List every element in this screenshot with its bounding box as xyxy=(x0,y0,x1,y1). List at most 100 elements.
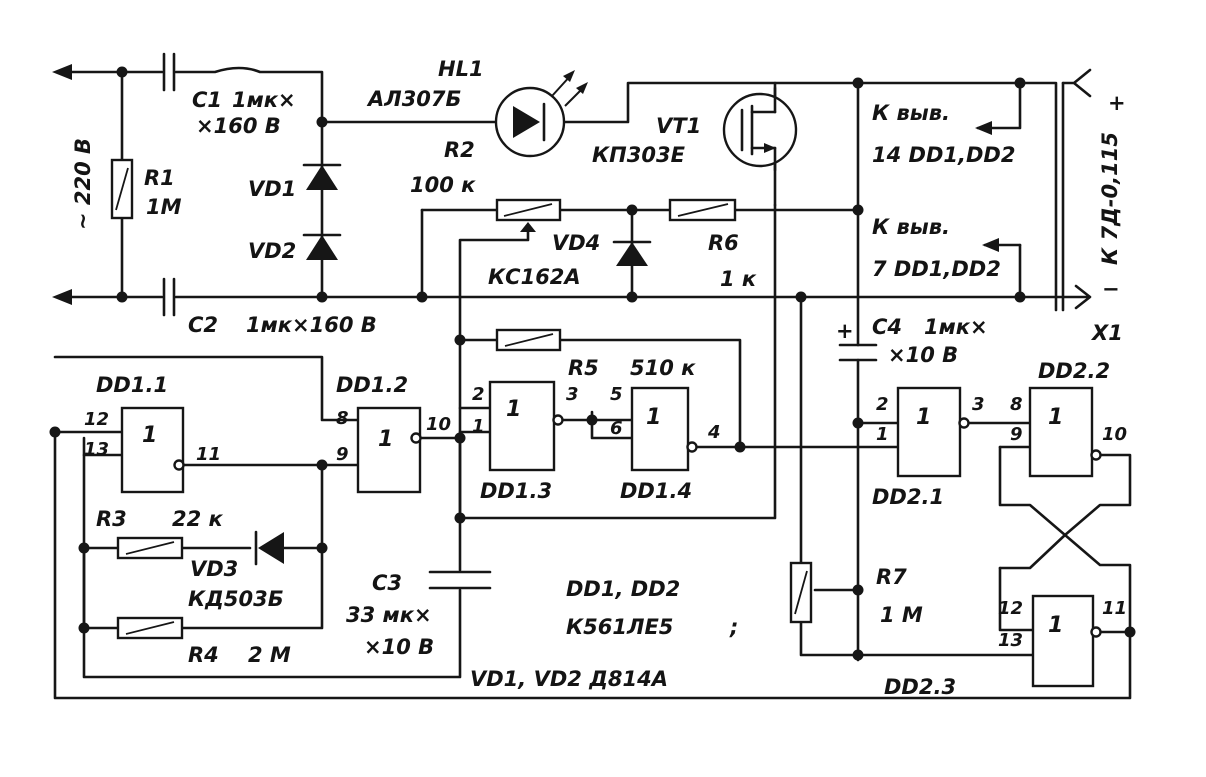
gate-dd1-3: 1 DD1.3 2 1 3 xyxy=(472,380,579,503)
hl1-name: HL1 xyxy=(438,57,484,81)
dd1-4-pin-in-a: 5 xyxy=(610,384,623,405)
r6-name: R6 xyxy=(708,231,739,255)
gate-dd1-2: 1 DD1.2 8 9 10 xyxy=(336,373,451,494)
capacitor-c3: C3 33 мк× ×10 В xyxy=(346,570,492,659)
r3-value: 22 к xyxy=(172,507,224,531)
dd2-1-pin-out: 3 xyxy=(972,394,985,415)
zener-vd4: VD4 КС162А xyxy=(488,231,652,289)
c1-value-b: ×160 В xyxy=(196,114,281,138)
dd1-2-pin-in-a: 8 xyxy=(336,408,349,429)
dd2-3-pin-out: 11 xyxy=(1102,598,1127,619)
gate-dd1-1: 1 DD1.1 12 13 11 xyxy=(84,373,221,494)
pin14-note-a: К выв. xyxy=(872,101,950,125)
dd1-2-name: DD1.2 xyxy=(336,373,408,397)
gate-dd2-1: 1 DD2.1 2 1 3 xyxy=(872,386,985,509)
zener-vd1: VD1 xyxy=(248,163,342,201)
c3-value-a: 33 мк× xyxy=(346,603,432,627)
diode-types: VD1, VD2 Д814А xyxy=(470,667,668,691)
r5-name: R5 xyxy=(568,356,599,380)
transistor-vt1: VT1 КП303Е xyxy=(592,86,798,172)
r3-name: R3 xyxy=(96,507,127,531)
vt1-type: КП303Е xyxy=(592,143,686,167)
gate-dd1-4: 1 DD1.4 5 6 4 xyxy=(610,384,721,503)
dd1-1-symbol: 1 xyxy=(142,423,157,448)
dd2-3-pin-in-b: 13 xyxy=(998,630,1023,651)
resistor-r4: R4 2 М xyxy=(116,616,291,667)
c3-value-b: ×10 В xyxy=(364,635,434,659)
pin7-note-b: 7 DD1,DD2 xyxy=(872,257,1001,281)
r4-name: R4 xyxy=(188,643,219,667)
r2-name: R2 xyxy=(444,138,475,162)
mains-voltage-label: ~ 220 В xyxy=(71,138,95,230)
resistor-r1: R1 1М xyxy=(110,158,182,220)
dd1-4-pin-out: 4 xyxy=(707,422,721,443)
dd2-3-pin-in-a: 12 xyxy=(998,598,1023,619)
c3-name: C3 xyxy=(372,571,402,595)
dd2-3-name: DD2.3 xyxy=(884,675,956,699)
pin14-note-b: 14 DD1,DD2 xyxy=(872,143,1015,167)
output-minus: − xyxy=(1102,277,1120,301)
dd2-3-symbol: 1 xyxy=(1048,613,1063,638)
dd1-1-name: DD1.1 xyxy=(96,373,168,397)
dd1-1-pin-out: 11 xyxy=(196,444,221,465)
dd2-2-symbol: 1 xyxy=(1048,405,1063,430)
c4-value-a: 1мк× xyxy=(924,315,988,339)
resistor-r7: R7 1 М xyxy=(789,561,923,627)
gate-dd2-2: 1 DD2.2 8 9 10 xyxy=(1010,359,1127,478)
output-note: К 7Д-0,115 xyxy=(1098,132,1122,265)
resistor-r2: R2 100 к xyxy=(410,138,562,232)
vd3-name: VD3 xyxy=(190,557,238,581)
ic-types-b: К561ЛЕ5 xyxy=(566,615,673,639)
dd1-2-pin-out: 10 xyxy=(426,414,451,435)
capacitor-c2: C2 1мк×160 В xyxy=(162,277,377,337)
vd4-type: КС162А xyxy=(488,265,581,289)
pin-notes: К выв. 14 DD1,DD2 К выв. 7 DD1,DD2 xyxy=(872,101,1015,281)
dd1-3-pin-out: 3 xyxy=(566,384,579,405)
c1-value-a: 1мк× xyxy=(232,88,296,112)
zener-vd2: VD2 xyxy=(248,233,342,263)
dd2-1-symbol: 1 xyxy=(916,405,931,430)
dd1-4-name: DD1.4 xyxy=(620,479,692,503)
c1-name: C1 xyxy=(192,88,222,112)
dd2-2-pin-in-b: 9 xyxy=(1010,424,1023,445)
junction-dots xyxy=(49,66,1136,661)
parts-notes: DD1, DD2 К561ЛЕ5 ; VD1, VD2 Д814А xyxy=(470,577,738,691)
pin7-note-a: К выв. xyxy=(872,215,950,239)
mains-terminals: ~ 220 В xyxy=(52,64,95,305)
connector-x1: X1 xyxy=(1090,321,1123,345)
dd1-2-pin-in-b: 9 xyxy=(336,444,349,465)
c4-value-b: ×10 В xyxy=(888,343,958,367)
vd2-name: VD2 xyxy=(248,239,296,263)
c2-name: C2 xyxy=(188,313,218,337)
r1-name: R1 xyxy=(144,166,175,190)
ic-types-sep: ; xyxy=(729,615,738,639)
r7-name: R7 xyxy=(876,565,907,589)
diode-vd3: VD3 КД503Б xyxy=(188,530,284,611)
dd1-1-pin-in-a: 12 xyxy=(84,409,109,430)
dd2-2-pin-out: 10 xyxy=(1102,424,1127,445)
dd1-3-pin-in-a: 2 xyxy=(472,384,485,405)
c4-name: C4 xyxy=(872,315,902,339)
resistor-r5: R5 510 к xyxy=(495,328,696,380)
dd1-4-symbol: 1 xyxy=(646,405,661,430)
output-labels: + К 7Д-0,115 − X1 xyxy=(1090,91,1126,345)
vd1-name: VD1 xyxy=(248,177,296,201)
dd1-1-pin-in-b: 13 xyxy=(84,439,109,460)
dd1-2-symbol: 1 xyxy=(378,427,393,452)
r6-value: 1 к xyxy=(720,267,757,291)
r7-value: 1 М xyxy=(880,603,923,627)
r5-value: 510 к xyxy=(630,356,696,380)
dd1-3-name: DD1.3 xyxy=(480,479,552,503)
r4-value: 2 М xyxy=(248,643,291,667)
hl1-type: АЛ307Б xyxy=(366,87,462,111)
resistor-r3: R3 22 к xyxy=(96,507,224,560)
c4-plus: + xyxy=(836,319,854,343)
led-hl1: HL1 АЛ307Б xyxy=(366,57,588,158)
resistor-r6: R6 1 к xyxy=(668,198,757,291)
vd4-name: VD4 xyxy=(552,231,600,255)
capacitor-c1: C1 1мк× ×160 В xyxy=(162,52,296,138)
dd2-2-pin-in-a: 8 xyxy=(1010,394,1023,415)
dd1-3-symbol: 1 xyxy=(506,397,521,422)
output-plus: + xyxy=(1108,91,1126,115)
